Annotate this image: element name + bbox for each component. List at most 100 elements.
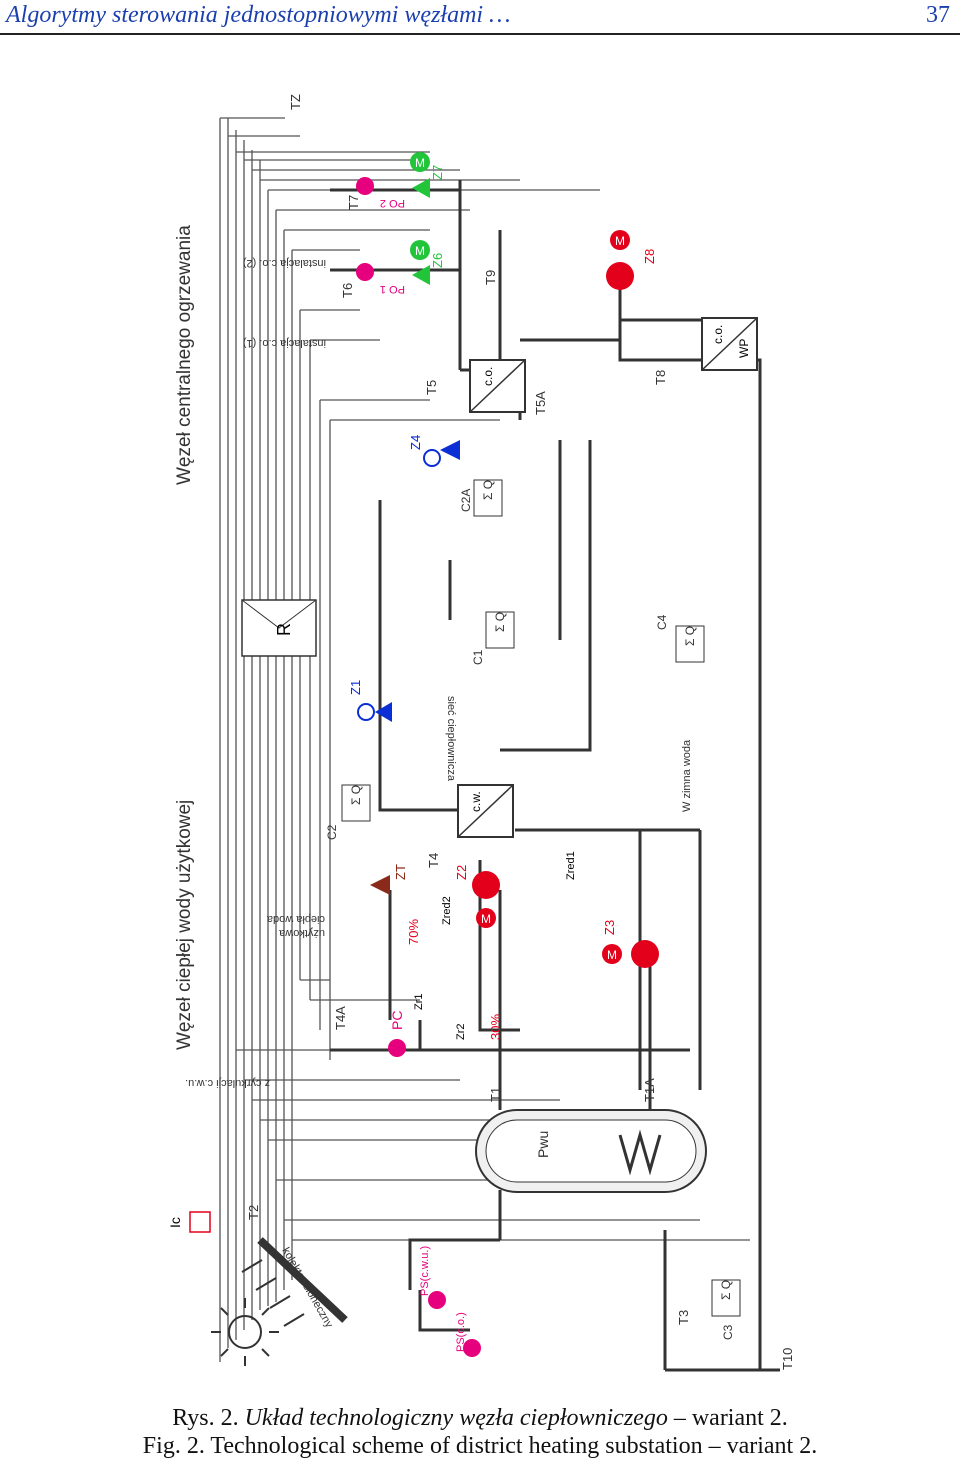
ic-label: Ic (167, 1217, 183, 1228)
sensor-t8: T8 (653, 370, 668, 385)
storage-tank: Pwu (475, 1109, 707, 1193)
valve-z8-motor: M (615, 234, 625, 248)
hex-wp-name: WP (737, 339, 751, 358)
hot-water-label-2: użytkowa (278, 927, 325, 939)
caption-pl-prefix: Rys. 2. (172, 1405, 239, 1431)
pump-pc: PC (388, 1011, 406, 1057)
meter-c2-symbol: Σ Q (349, 785, 363, 805)
pump-ps-co: PS(c.o.) (455, 1312, 481, 1357)
meter-c1-label: C1 (471, 649, 485, 665)
valve-z1-label: Z1 (348, 680, 363, 695)
page-header: Algorytmy sterowania jednostopniowymi wę… (0, 0, 960, 35)
pump-ps-cwu: PS(c.w.u.) (419, 1246, 446, 1309)
valve-z3-motor: M (607, 948, 617, 962)
sensor-t6: T6 (340, 283, 355, 298)
sensor-t3: T3 (676, 1310, 691, 1325)
sensor-t4a: T4A (333, 1006, 348, 1030)
header-rule (0, 33, 960, 35)
sensor-t2: T2 (246, 1205, 261, 1220)
pct-30-label: 30% (488, 1014, 503, 1040)
valve-z4: Z4 (408, 435, 460, 467)
pump-ps-co-label: PS(c.o.) (455, 1312, 467, 1352)
section-cwu-title: Węzeł ciepłej wody użytkowej (174, 800, 195, 1050)
valve-z7-label: Z7 (430, 165, 445, 180)
valve-z8-label: Z8 (642, 249, 657, 264)
heat-exchanger-cw: c.w. (457, 784, 514, 838)
controller-r: R (241, 599, 317, 657)
pump-po2-label: PO 2 (380, 197, 405, 209)
valve-z1: Z1 (348, 680, 392, 722)
valve-z7: M Z7 (410, 152, 445, 198)
hex-cw-label: c.w. (469, 791, 483, 812)
solar-collector: Ic (167, 1211, 348, 1366)
heat-exchanger-co: c.o. (469, 359, 526, 413)
control-valves: M Z7 M Z6 M Z8 Z4 Z1 M Z2 (348, 152, 659, 1040)
sensor-t7: T7 (346, 195, 361, 210)
hex-wp-label: c.o. (711, 325, 725, 344)
percent-labels: 70% 30% (406, 919, 503, 1040)
section-titles: Węzeł centralnego ogrzewania Węzeł ciepł… (174, 225, 195, 1050)
valve-zr1-label: Zr1 (413, 994, 425, 1011)
valve-z2-label: Z2 (454, 865, 469, 880)
pumps: PO 2 PO 1 PC PS(c.w.u.) PS(c.o.) (356, 177, 481, 1357)
hex-co-label: c.o. (481, 367, 495, 386)
sensor-t5a: T5A (533, 391, 548, 415)
valve-z3: M Z3 (602, 920, 659, 968)
page-number: 37 (926, 2, 950, 28)
sensor-labels: TZ T7 T6 T9 T5 T5A T8 T4 T4A T1 T1A T2 T… (246, 94, 795, 1370)
sensor-tz: TZ (288, 94, 303, 110)
valve-z6-label: Z6 (430, 253, 445, 268)
meter-c2a-label: C2A (459, 489, 473, 512)
sensor-t9: T9 (483, 270, 498, 285)
storage-label: Pwu (535, 1131, 551, 1158)
technological-scheme-diagram: Pwu c.o. c.o. WP c.w. R Węzeł centralneg… (167, 94, 795, 1372)
circulation-label: z cyrkulacji c.w.u. (185, 1077, 270, 1089)
valve-z7-motor: M (415, 156, 425, 170)
instalacja-2-label: instalacja c.o. (2) (243, 257, 326, 269)
figure-caption-pl: Rys. 2. Układ technologiczny węzła ciepł… (0, 1405, 960, 1432)
valve-z4-label: Z4 (408, 435, 423, 450)
heat-meters: Σ Q C2A Σ Q C1 Σ Q C4 Σ Q C2 Σ Q C3 (325, 479, 741, 1340)
caption-pl-suffix: – wariant 2. (673, 1405, 788, 1431)
valve-z2: M Z2 (454, 865, 500, 928)
meter-c2a-symbol: Σ Q (481, 480, 495, 500)
sensor-t1: T1 (488, 1087, 503, 1102)
pump-po1-label: PO 1 (380, 283, 405, 295)
valve-zt-label: ZT (393, 864, 408, 880)
pump-pc-label: PC (389, 1011, 405, 1030)
valve-z6: M Z6 (410, 240, 445, 285)
meter-c3-symbol: Σ Q (719, 1280, 733, 1300)
heat-exchangers: c.o. c.o. WP c.w. (457, 317, 758, 838)
valve-z2-motor: M (481, 912, 491, 926)
valve-z6-motor: M (415, 244, 425, 258)
sensor-t5: T5 (424, 380, 439, 395)
pump-po2: PO 2 (356, 177, 405, 209)
valve-zred1-label: Zred1 (565, 851, 577, 880)
meter-c4-symbol: Σ Q (683, 626, 697, 646)
pct-70-label: 70% (406, 919, 421, 945)
valve-z3-label: Z3 (602, 920, 617, 935)
meter-c1-symbol: Σ Q (493, 612, 507, 632)
meter-c3-label: C3 (721, 1324, 735, 1340)
controller-label: R (274, 623, 294, 636)
heat-exchanger-wp: c.o. WP (701, 317, 758, 371)
running-title: Algorytmy sterowania jednostopniowymi wę… (6, 2, 511, 28)
sensor-t1a: T1A (642, 1078, 657, 1102)
hot-water-label-1: ciepła woda (266, 913, 325, 925)
instalacja-1-label: instalacja c.o. (1) (243, 337, 326, 349)
sensor-t10: T10 (780, 1348, 795, 1370)
valve-z8: M Z8 (606, 230, 657, 290)
valve-zt: ZT (370, 864, 408, 895)
valve-zred2-label: Zred2 (441, 896, 453, 925)
section-co-title: Węzeł centralnego ogrzewania (174, 225, 195, 485)
cold-water-label: W zimna woda (681, 739, 693, 812)
network-label: sieć ciepłownicza (445, 696, 457, 782)
pump-po1: PO 1 (356, 263, 405, 295)
meter-c4-label: C4 (655, 614, 669, 630)
pump-ps-cwu-label: PS(c.w.u.) (419, 1246, 431, 1296)
caption-pl-text: Układ technologiczny węzła ciepłowniczeg… (244, 1405, 668, 1431)
valve-zr2-label: Zr2 (455, 1024, 467, 1041)
figure-caption-en: Fig. 2. Technological scheme of district… (142, 1433, 818, 1459)
meter-c2-label: C2 (325, 824, 339, 840)
sensor-t4: T4 (426, 853, 441, 868)
